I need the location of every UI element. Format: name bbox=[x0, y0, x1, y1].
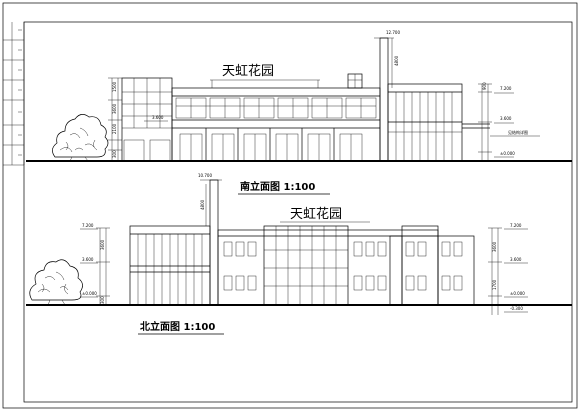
south-left-level-3600: 3.600 bbox=[152, 115, 164, 120]
north-dim-3600-left: 3600 bbox=[100, 239, 105, 250]
south-building-right bbox=[387, 83, 490, 162]
south-elevation: 1500 3600 2100 300 3.600 bbox=[26, 30, 572, 195]
north-dim-3600-right: 3600 bbox=[492, 241, 497, 252]
south-note: 见结构详图 bbox=[508, 129, 528, 135]
south-sign: 天虹花园 bbox=[222, 63, 274, 79]
north-elevation: 3600 300 7.200 3.600 ±0.000 bbox=[26, 173, 572, 335]
north-level-0-left: ±0.000 bbox=[82, 291, 97, 296]
north-top-level: 10.700 bbox=[198, 173, 212, 178]
north-building-right bbox=[389, 225, 475, 306]
south-level-3600: 3.600 bbox=[500, 116, 512, 121]
north-stair-tower: 10.700 4800 bbox=[198, 173, 222, 306]
north-level-7200-right: 7.200 bbox=[510, 223, 522, 228]
north-level-7200-left: 7.200 bbox=[82, 223, 94, 228]
north-level-3600-right: 3.600 bbox=[510, 257, 522, 262]
north-level-3600-left: 3.600 bbox=[82, 257, 94, 262]
south-level-7200: 7.200 bbox=[500, 86, 512, 91]
inner-frame bbox=[23, 21, 573, 403]
south-building-center bbox=[171, 87, 381, 162]
north-dim-1700: 1700 bbox=[492, 279, 497, 290]
north-right-dims: 3600 1700 7.200 3.600 ±0.000 -0.300 bbox=[488, 223, 528, 315]
north-level-neg: -0.300 bbox=[510, 306, 523, 311]
north-dim-4800: 4800 bbox=[200, 199, 205, 210]
north-left-dims: 3600 300 7.200 3.600 ±0.000 bbox=[80, 223, 110, 305]
south-dim-2100: 2100 bbox=[112, 123, 117, 134]
south-right-dims: 900 7.200 3.600 ±0.000 见结构详图 bbox=[478, 82, 540, 161]
south-left-dims: 1500 3600 2100 300 3.600 bbox=[108, 77, 168, 161]
south-level-0: ±0.000 bbox=[500, 151, 515, 156]
north-building-left bbox=[129, 225, 211, 306]
north-tree bbox=[29, 259, 83, 306]
left-title-block bbox=[3, 22, 25, 166]
south-caption: 南立面图 1:100 bbox=[240, 180, 315, 193]
south-roof-tower bbox=[347, 73, 363, 89]
north-level-0-right: ±0.000 bbox=[510, 291, 525, 296]
south-dim-900: 900 bbox=[482, 82, 487, 90]
south-tree bbox=[52, 114, 109, 162]
south-dim-1500: 1500 bbox=[112, 81, 117, 92]
south-top-level: 12.700 bbox=[386, 30, 400, 35]
north-sign: 天虹花园 bbox=[290, 206, 342, 222]
south-stair-tower: 12.700 4800 bbox=[374, 30, 400, 162]
south-dim-3600: 3600 bbox=[112, 103, 117, 114]
south-dim-300: 300 bbox=[112, 150, 117, 158]
north-caption: 北立面图 1:100 bbox=[140, 320, 215, 333]
south-building-left bbox=[121, 77, 173, 162]
north-dim-300-left: 300 bbox=[100, 296, 105, 304]
south-dim-4800: 4800 bbox=[394, 55, 399, 66]
north-building-main bbox=[217, 225, 439, 306]
